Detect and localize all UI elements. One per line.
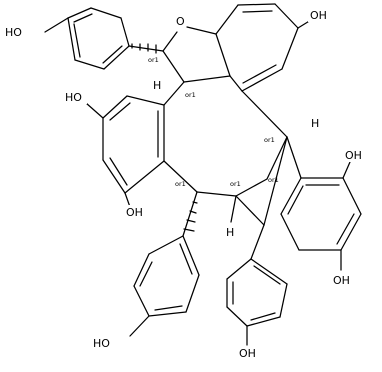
bond: [85, 102, 104, 119]
bond: [286, 136, 302, 179]
bond: [73, 23, 81, 58]
bond: [102, 159, 126, 194]
bond: [229, 75, 243, 92]
bond: [128, 45, 164, 52]
bond: [67, 7, 92, 19]
bond: [274, 3, 299, 29]
atom-label-o-furan: O: [176, 15, 185, 28]
bond: [246, 316, 281, 327]
bond: [148, 235, 184, 255]
bond: [129, 315, 150, 337]
atom-label-oh-bottom-center: OH: [239, 347, 256, 360]
stereo-label-c-lower-left: or1: [175, 180, 186, 188]
bond: [73, 13, 93, 23]
bond: [230, 195, 237, 223]
bond: [241, 90, 288, 138]
atom-label-oh-right-ring-lower: OH: [333, 274, 350, 287]
stereo-labels: or1 or1 or1 or1 or1 or1: [148, 56, 279, 188]
bond: [44, 17, 69, 33]
atom-label-oh-right-ring-upper: OH: [345, 149, 362, 162]
bond: [183, 75, 231, 83]
atom-label-h-upper-mid: H: [153, 79, 161, 92]
stereo-label-c-bridge-right: or1: [268, 176, 279, 184]
bonds: [44, 3, 362, 346]
bond: [279, 283, 288, 318]
bond: [74, 59, 105, 70]
bond: [109, 157, 128, 186]
atom-label-oh-ring-b-lower: OH: [126, 206, 143, 219]
bond: [133, 253, 150, 287]
bond: [280, 213, 300, 251]
bond: [235, 195, 265, 226]
bond: [253, 265, 281, 285]
bond: [163, 81, 185, 106]
bond: [215, 33, 231, 77]
bond: [102, 45, 123, 64]
bond: [287, 185, 304, 215]
bond: [90, 7, 122, 19]
atom-label-oh-top-right: OH: [310, 9, 327, 22]
hashed-wedges: [131, 43, 198, 232]
bond: [185, 274, 200, 313]
bond: [186, 26, 217, 35]
atom-label-h-right-upper: H: [311, 117, 319, 130]
bond: [281, 27, 299, 70]
bond: [179, 243, 193, 275]
bond: [124, 192, 131, 208]
bond: [162, 50, 185, 83]
wedge-furan: [131, 43, 157, 54]
bond: [102, 95, 128, 119]
bond: [148, 311, 187, 317]
stereo-label-c-furan: or1: [148, 56, 159, 64]
bond: [154, 305, 183, 311]
bond: [163, 160, 198, 193]
atom-label-oh-bottom-left: HO: [93, 337, 110, 350]
bond: [241, 68, 283, 92]
bond: [266, 136, 288, 180]
wedge-lower-left: [183, 201, 198, 232]
bond: [250, 224, 265, 260]
bond: [182, 235, 200, 276]
bond: [235, 178, 268, 197]
bond: [124, 160, 165, 194]
bond: [226, 258, 252, 280]
stereo-label-c-bridge-left: or1: [230, 180, 241, 188]
bond: [139, 261, 153, 287]
bond: [215, 4, 239, 35]
bond: [263, 136, 288, 226]
bond: [342, 177, 362, 215]
bond: [336, 213, 355, 245]
bond: [237, 3, 276, 6]
bond: [67, 17, 76, 61]
bond: [103, 45, 130, 70]
bond: [120, 17, 130, 47]
bond: [280, 177, 302, 215]
atom-label-oh-top-left: HO: [5, 26, 22, 39]
bond: [340, 213, 362, 251]
stereo-label-c-upper-mid: or1: [185, 91, 196, 99]
bond: [133, 285, 150, 317]
bond: [342, 161, 351, 179]
bond: [242, 64, 277, 84]
stereo-label-c-right-upper: or1: [264, 136, 275, 144]
atom-label-oh-mid-left: HO: [65, 91, 82, 104]
bond: [242, 10, 273, 13]
atom-label-h-bridge: H: [226, 226, 234, 239]
bond: [109, 102, 131, 121]
bond: [250, 258, 288, 285]
bond: [126, 95, 165, 106]
bond: [226, 306, 248, 327]
bond: [196, 191, 237, 197]
bond: [250, 312, 276, 321]
atom-labels: HO O OH HO OH OH OH HO OH H H H: [3, 8, 367, 360]
bond: [162, 31, 178, 52]
